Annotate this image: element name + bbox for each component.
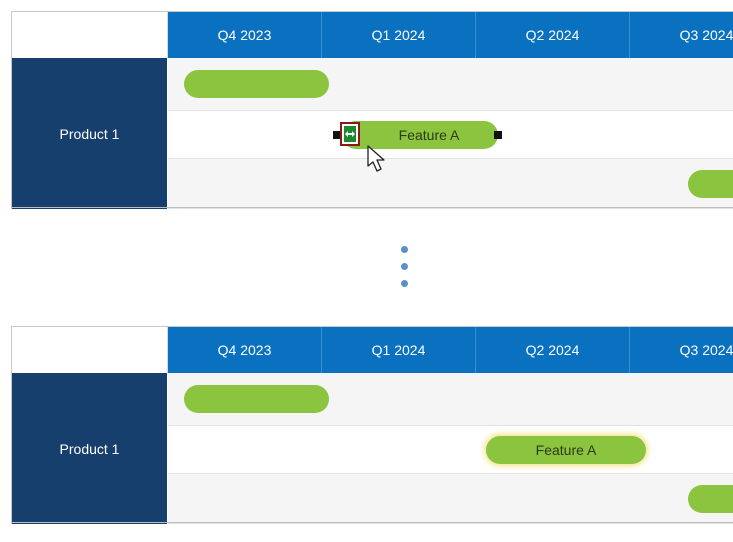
ellipsis-dot: [401, 246, 408, 253]
ellipsis-dot: [401, 280, 408, 287]
resize-handle-right[interactable]: [494, 131, 502, 139]
product-label: Product 1: [12, 58, 167, 209]
resize-start-handle[interactable]: [340, 122, 360, 146]
double-arrow-resize-icon: [344, 126, 356, 142]
timeline-row: Feature A: [168, 426, 733, 474]
feature-bar[interactable]: [184, 70, 329, 98]
feature-bar[interactable]: [688, 170, 733, 198]
feature-a-label: Feature A: [535, 442, 597, 458]
panel-bottom-border: [11, 522, 733, 523]
timeline-row: [168, 58, 733, 111]
quarter-header: Q4 2023 Q1 2024 Q2 2024 Q3 2024: [168, 327, 733, 373]
quarter-q2-2024: Q2 2024: [476, 12, 630, 58]
feature-a-label: Feature A: [398, 127, 460, 143]
quarter-q2-2024: Q2 2024: [476, 327, 630, 373]
timeline-row: [168, 474, 733, 524]
ellipsis-dot: [401, 263, 408, 270]
timeline-row: [168, 373, 733, 426]
quarter-header: Q4 2023 Q1 2024 Q2 2024 Q3 2024: [168, 12, 733, 58]
timeline-row: Feature A: [168, 111, 733, 159]
timeline-row: [168, 159, 733, 209]
quarter-q4-2023: Q4 2023: [168, 327, 322, 373]
panel-bottom-border: [11, 207, 733, 208]
timeline-panel-before: Q4 2023 Q1 2024 Q2 2024 Q3 2024 Product …: [11, 11, 733, 209]
product-label: Product 1: [12, 373, 167, 524]
feature-bar[interactable]: [184, 385, 329, 413]
feature-a-bar[interactable]: Feature A: [342, 121, 498, 149]
corner-cell: [12, 327, 168, 373]
feature-a-bar[interactable]: Feature A: [486, 436, 646, 464]
mouse-pointer-icon: [366, 144, 392, 181]
corner-cell: [12, 12, 168, 58]
quarter-q1-2024: Q1 2024: [322, 327, 476, 373]
quarter-q4-2023: Q4 2023: [168, 12, 322, 58]
quarter-q3-2024: Q3 2024: [630, 12, 733, 58]
timeline-panel-after: Q4 2023 Q1 2024 Q2 2024 Q3 2024 Product …: [11, 326, 733, 524]
feature-bar[interactable]: [688, 485, 733, 513]
resize-handle-left[interactable]: [333, 131, 341, 139]
quarter-q1-2024: Q1 2024: [322, 12, 476, 58]
quarter-q3-2024: Q3 2024: [630, 327, 733, 373]
